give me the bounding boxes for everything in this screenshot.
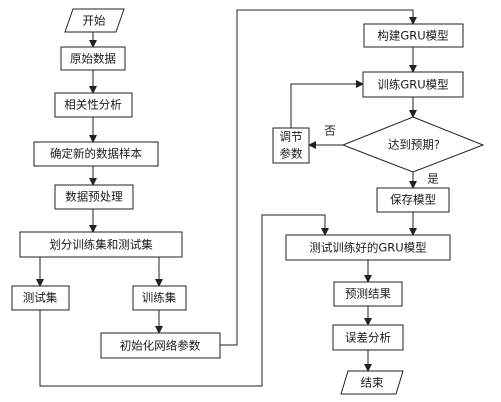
start-label: 开始: [83, 14, 106, 28]
init-params-label: 初始化网络参数: [120, 339, 201, 353]
predict-result-node: 预测结果: [333, 281, 403, 307]
test-set-node: 测试集: [11, 285, 70, 311]
start-node: 开始: [64, 8, 125, 33]
new-sample-node: 确定新的数据样本: [33, 141, 159, 167]
edge-test-testtrained: [39, 214, 329, 387]
correlation-label: 相关性分析: [64, 98, 122, 112]
train-gru-label: 训练GRU模型: [377, 78, 448, 92]
correlation-node: 相关性分析: [54, 92, 133, 118]
tune-params-label-line1: 调节: [280, 130, 303, 144]
build-gru-node: 构建GRU模型: [363, 23, 464, 48]
end-label: 结束: [361, 376, 384, 390]
train-set-label: 训练集: [142, 291, 177, 305]
save-model-label: 保存模型: [390, 193, 436, 207]
preprocess-label: 数据预处理: [65, 190, 123, 204]
yes-branch-label: 是: [427, 172, 439, 186]
decision-label: 达到预期?: [388, 138, 440, 152]
split-node: 划分训练集和测试集: [19, 231, 183, 258]
save-model-node: 保存模型: [376, 187, 450, 213]
predict-result-label: 预测结果: [345, 287, 391, 301]
new-sample-label: 确定新的数据样本: [50, 147, 142, 161]
build-gru-label: 构建GRU模型: [377, 29, 448, 43]
error-analysis-label: 误差分析: [345, 331, 391, 345]
test-trained-label: 测试训练好的GRU模型: [309, 241, 426, 255]
train-set-node: 训练集: [132, 285, 187, 311]
init-params-node: 初始化网络参数: [100, 332, 221, 359]
error-analysis-node: 误差分析: [332, 324, 404, 351]
test-trained-node: 测试训练好的GRU模型: [285, 234, 451, 261]
end-node: 结束: [340, 370, 404, 395]
split-label: 划分训练集和测试集: [49, 238, 153, 252]
test-set-label: 测试集: [23, 291, 58, 305]
edge-tune-train: [290, 80, 364, 128]
train-gru-node: 训练GRU模型: [362, 71, 464, 98]
edge-init-build: [220, 9, 417, 346]
raw-data-node: 原始数据: [60, 46, 126, 71]
no-branch-label: 否: [324, 124, 336, 138]
decision-node: 达到预期?: [341, 116, 485, 173]
preprocess-node: 数据预处理: [54, 184, 134, 210]
tune-params-label-line2: 参数: [280, 147, 303, 161]
tune-params-node: 调节 参数: [272, 127, 310, 164]
connectors: [36, 9, 417, 387]
raw-data-label: 原始数据: [70, 52, 116, 66]
